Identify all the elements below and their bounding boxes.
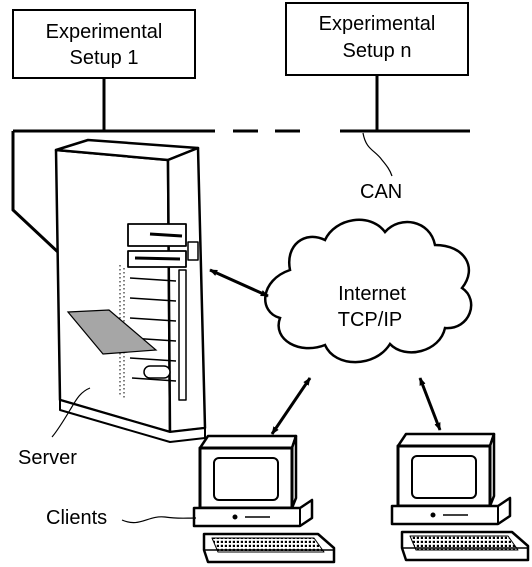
client-computer-2-icon: [390, 432, 530, 562]
cloud-client2-arrow: [418, 377, 442, 431]
client-computer-1-icon: [192, 434, 336, 564]
setup-n-label-line1: Experimental: [319, 13, 436, 35]
server-cloud-arrow: [209, 268, 269, 298]
can-interface-card: [66, 309, 158, 355]
clients-pointer: [121, 516, 197, 524]
can-bus: [11, 75, 470, 283]
setup-n-label-line2: Setup n: [343, 40, 412, 62]
internet-cloud: Internet TCP/IP: [264, 218, 473, 364]
cloud-label-line1: Internet: [338, 283, 406, 305]
setup-1-label-line1: Experimental: [46, 21, 163, 43]
can-pointer: [362, 132, 393, 177]
can-label: CAN: [360, 181, 402, 203]
experimental-setup-1-box: Experimental Setup 1: [12, 9, 196, 79]
experimental-setup-n-box: Experimental Setup n: [285, 2, 469, 76]
server-pointer: [51, 387, 91, 438]
setup-1-label-line2: Setup 1: [70, 47, 139, 69]
server-label: Server: [18, 447, 77, 469]
clients-label: Clients: [46, 507, 107, 529]
connection-arrows: [209, 268, 442, 435]
cloud-client1-arrow: [270, 377, 312, 435]
server-icon: [54, 138, 207, 443]
cloud-label-line2: TCP/IP: [338, 309, 402, 331]
